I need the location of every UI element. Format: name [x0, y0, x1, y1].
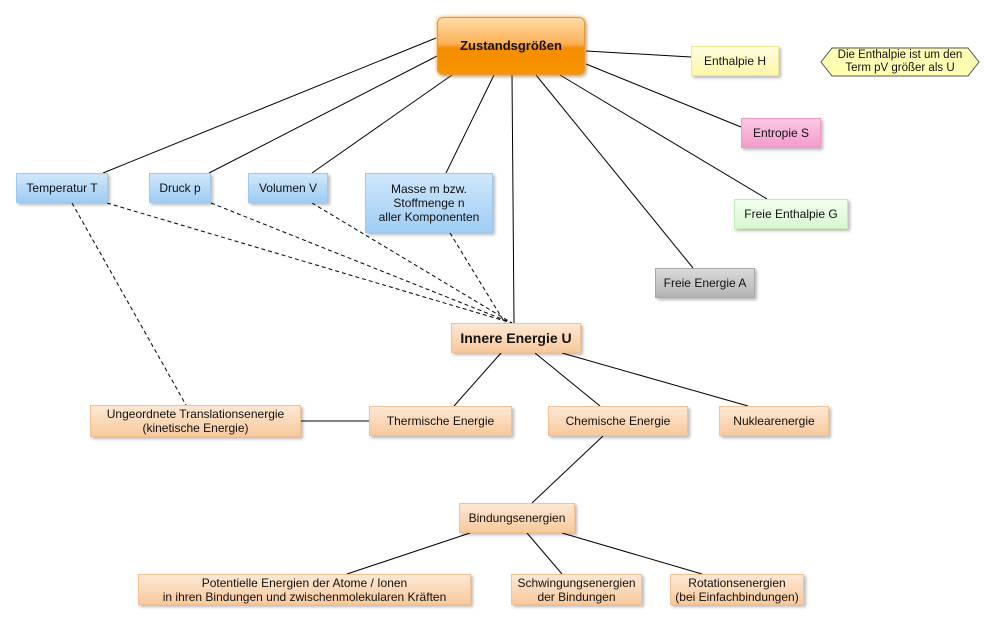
link-temperatur-translation — [71, 202, 187, 406]
node-temperatur[interactable]: Temperatur T — [16, 173, 108, 203]
link-root-masse — [445, 74, 495, 174]
link-bindung-rotation — [561, 532, 703, 575]
link-root-volumen — [311, 74, 453, 174]
link-root-entropie — [585, 63, 742, 128]
link-root-freie-enthalpie — [559, 74, 768, 200]
hexagon-shape — [820, 47, 980, 77]
node-potentielle-energien[interactable]: Potentielle Energien der Atome / Ionen i… — [138, 574, 471, 605]
node-druck[interactable]: Druck p — [149, 173, 211, 203]
node-thermische-energie[interactable]: Thermische Energie — [369, 406, 512, 436]
node-freie-enthalpie[interactable]: Freie Enthalpie G — [734, 199, 848, 229]
link-root-druck — [208, 54, 440, 174]
node-rotationsenergien[interactable]: Rotationsenergien (bei Einfachbindungen) — [670, 574, 804, 605]
link-root-temperatur — [102, 37, 437, 174]
link-chemische-bindung — [531, 435, 604, 504]
link-root-innere-energie — [511, 74, 515, 324]
node-chemische-energie[interactable]: Chemische Energie — [548, 406, 688, 436]
link-innere-thermische — [453, 352, 502, 407]
node-translationsenergie[interactable]: Ungeordnete Translationsenergie (kinetis… — [90, 405, 301, 437]
node-entropie[interactable]: Entropie S — [741, 118, 821, 148]
node-masse-stoffmenge[interactable]: Masse m bzw. Stoffmenge n aller Komponen… — [365, 173, 493, 233]
node-innere-energie[interactable]: Innere Energie U — [451, 323, 581, 353]
link-druck-innere-energie — [210, 202, 513, 324]
link-masse-innere-energie — [449, 232, 506, 324]
node-volumen[interactable]: Volumen V — [248, 173, 328, 203]
node-enthalpie[interactable]: Enthalpie H — [691, 46, 779, 76]
link-root-freie-energie — [535, 74, 694, 269]
node-schwingungsenergien[interactable]: Schwingungsenergien der Bindungen — [511, 574, 642, 605]
link-bindung-potentielle — [346, 532, 471, 575]
note-text: Die Enthalpie ist um den Term pV größer … — [837, 49, 963, 74]
link-innere-chemische — [534, 352, 601, 407]
node-nuklearenergie[interactable]: Nuklearenergie — [719, 406, 829, 436]
enthalpy-note-callout[interactable]: Die Enthalpie ist um den Term pV größer … — [820, 47, 980, 77]
link-innere-nuklear — [561, 352, 749, 407]
node-freie-energie[interactable]: Freie Energie A — [655, 268, 755, 298]
link-temperatur-innere-energie — [106, 202, 513, 324]
node-bindungsenergien[interactable]: Bindungsenergien — [459, 503, 575, 533]
node-zustandsgroessen[interactable]: Zustandsgrößen — [437, 17, 585, 75]
link-volumen-innere-energie — [311, 202, 513, 324]
link-root-enthalpie — [585, 50, 692, 58]
link-bindung-schwingung — [526, 532, 563, 575]
